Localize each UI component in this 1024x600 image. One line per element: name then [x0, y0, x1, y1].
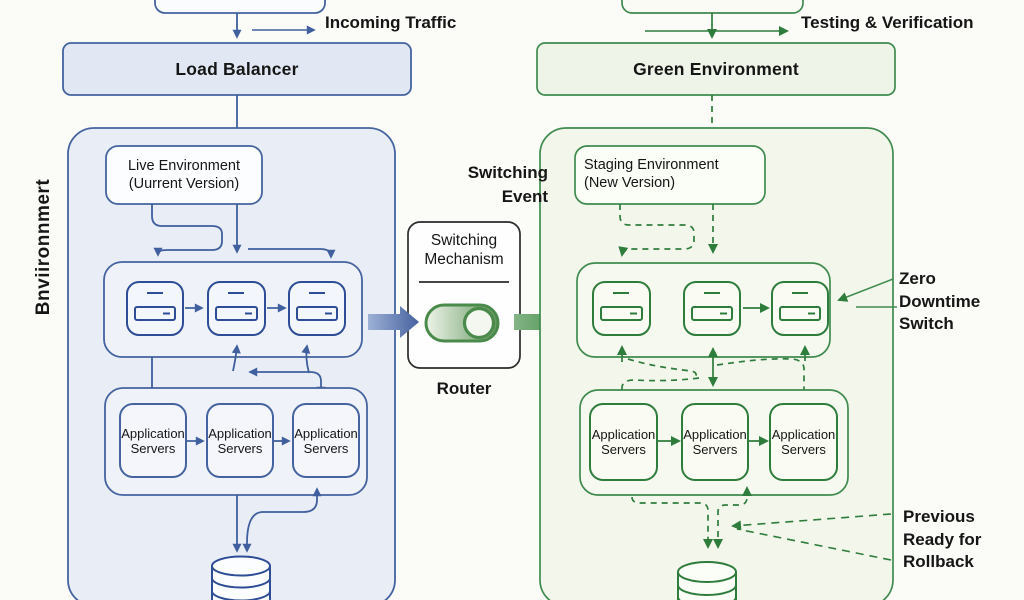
switching-group	[368, 172, 576, 369]
green-source-box	[621, 0, 804, 14]
live-environment-box	[105, 145, 263, 205]
staging-environment-label: Staging Environment (New Version)	[584, 157, 719, 191]
load-balancer-label: Load Balancer	[175, 58, 299, 79]
green-environment-box	[536, 42, 896, 96]
server-icon	[683, 281, 741, 336]
server-icon	[288, 281, 346, 336]
zero-downtime-label: Zero Downtime Switch	[899, 269, 981, 333]
rollback-label: Previous Ready for Rollback	[903, 507, 982, 571]
blue-environment-group	[62, 0, 412, 600]
server-icon-row-green	[592, 281, 829, 336]
toggle-switch-icon	[424, 303, 500, 343]
incoming-traffic-label: Incoming Traffic	[325, 13, 457, 32]
switching-mechanism-label: Switching Mechanism	[424, 232, 504, 268]
server-icon	[771, 281, 829, 336]
rollback-pointer	[731, 513, 892, 531]
green-environment-group	[536, 0, 897, 600]
zero-downtime-pointer	[837, 278, 894, 302]
blue-source-box	[154, 0, 326, 14]
live-environment-label: Live Environment (Uurrent Version)	[127, 158, 241, 192]
app-servers-box	[681, 403, 749, 481]
database-cylinder-icon	[211, 555, 271, 600]
server-icon	[592, 281, 651, 336]
app-servers-box	[589, 403, 658, 481]
testing-verification-label: Testing & Verification	[801, 13, 974, 32]
green-environment-label: Green Environment	[633, 58, 799, 79]
server-icon	[126, 281, 184, 336]
database-cylinder-icon	[677, 561, 737, 600]
router-label: Router	[436, 379, 492, 398]
staging-environment-box	[574, 145, 766, 205]
switching-event-label: Switching Event	[467, 163, 548, 206]
server-icon-row-blue	[126, 281, 346, 336]
app-servers-box	[292, 403, 360, 478]
environment-vertical-label: Bnviironnmert	[33, 178, 54, 316]
big-blue-arrow-icon	[368, 306, 419, 338]
server-icon	[207, 281, 266, 336]
app-servers-box	[769, 403, 838, 481]
